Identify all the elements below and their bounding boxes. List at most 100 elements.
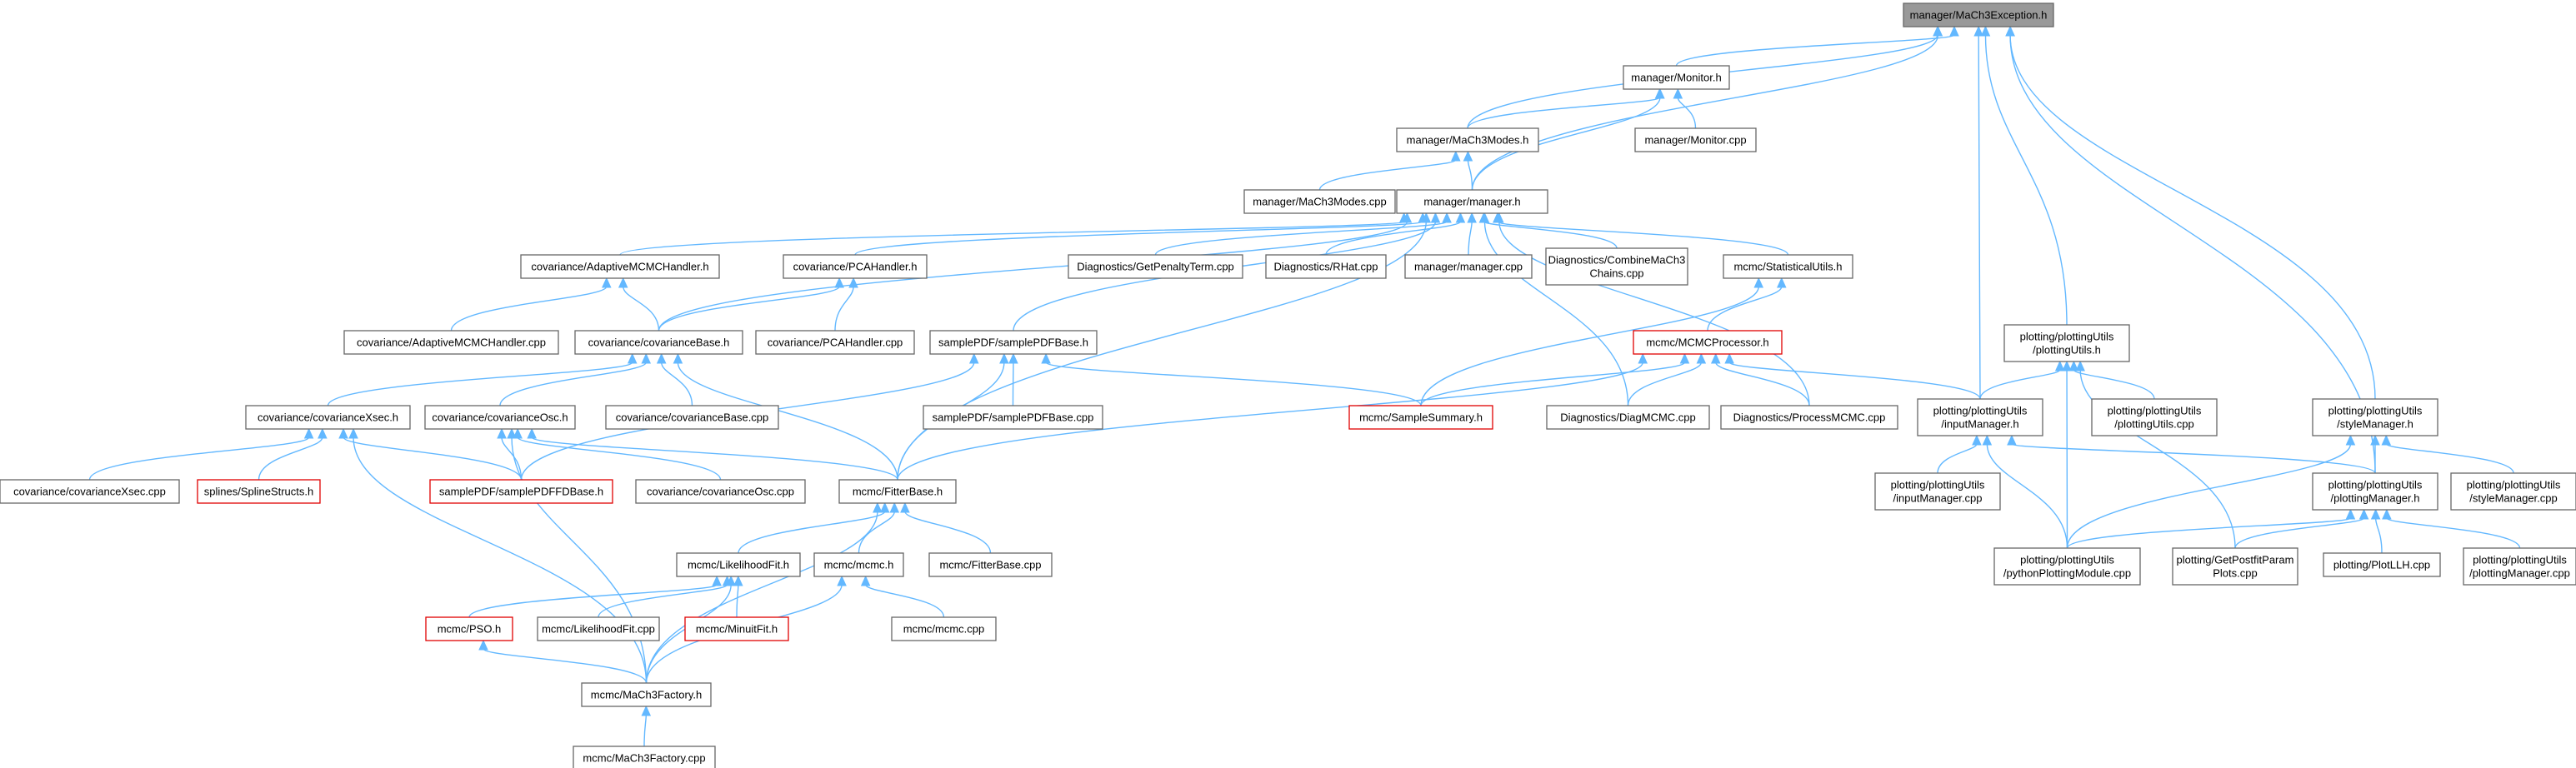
node-n36[interactable]: plotting/plottingUtils/styleManager.cpp xyxy=(2450,472,2576,511)
node-label: Plots.cpp xyxy=(2213,567,2257,580)
node-label: /styleManager.h xyxy=(2337,418,2413,431)
edge-line xyxy=(1468,221,1473,256)
node-n45[interactable]: mcmc/LikelihoodFit.cpp xyxy=(537,616,660,641)
node-n29[interactable]: covariance/covarianceXsec.cpp xyxy=(0,479,180,504)
edge-line xyxy=(2386,517,2521,549)
node-n7[interactable]: covariance/PCAHandler.h xyxy=(783,254,928,279)
edge-line xyxy=(1467,97,1661,129)
edge-line xyxy=(623,286,660,332)
node-n27[interactable]: plotting/plottingUtils/plottingUtils.cpp xyxy=(2091,398,2218,436)
node-n32[interactable]: covariance/covarianceOsc.cpp xyxy=(635,479,806,504)
node-n19[interactable]: covariance/covarianceXsec.h xyxy=(245,405,411,430)
node-n18[interactable]: plotting/plottingUtils/plottingUtils.h xyxy=(2003,324,2130,362)
edge-n14-to-n7 xyxy=(658,277,844,332)
edge-n43-to-n35 xyxy=(2382,508,2521,549)
node-n42[interactable]: plotting/PlotLLH.cpp xyxy=(2323,552,2441,577)
edge-arrowhead xyxy=(513,427,523,439)
edge-n40-to-n35 xyxy=(2066,508,2356,549)
edge-arrowhead xyxy=(900,501,910,513)
edge-arrowhead xyxy=(1442,212,1452,223)
node-n21[interactable]: covariance/covarianceBase.cpp xyxy=(605,405,779,430)
node-n24[interactable]: Diagnostics/DiagMCMC.cpp xyxy=(1546,405,1710,430)
node-label: /plottingUtils.h xyxy=(2033,344,2101,357)
node-box xyxy=(1723,254,1853,279)
edge-line xyxy=(1627,362,1703,406)
node-n15[interactable]: covariance/PCAHandler.cpp xyxy=(755,330,915,355)
node-n26[interactable]: plotting/plottingUtils/inputManager.h xyxy=(1917,398,2043,436)
node-label: Diagnostics/ProcessMCMC.cpp xyxy=(1733,411,1886,424)
node-n22[interactable]: samplePDF/samplePDFBase.cpp xyxy=(923,405,1103,430)
node-n3[interactable]: manager/Monitor.cpp xyxy=(1634,127,1757,152)
node-box xyxy=(1993,547,2141,586)
node-n34[interactable]: plotting/plottingUtils/inputManager.cpp xyxy=(1874,472,2001,511)
node-n39[interactable]: mcmc/FitterBase.cpp xyxy=(928,552,1053,577)
node-label: plotting/plottingUtils xyxy=(2108,405,2202,417)
node-n44[interactable]: mcmc/PSO.h xyxy=(425,616,513,641)
edge-line xyxy=(897,362,1643,481)
node-n31[interactable]: samplePDF/samplePDFFDBase.h xyxy=(429,479,613,504)
node-n20[interactable]: covariance/covarianceOsc.h xyxy=(424,405,576,430)
edge-arrowhead xyxy=(834,277,844,288)
node-n16[interactable]: samplePDF/samplePDFBase.h xyxy=(929,330,1098,355)
edge-line xyxy=(598,584,728,618)
node-n13[interactable]: covariance/AdaptiveMCMCHandler.cpp xyxy=(343,330,559,355)
node-n17[interactable]: mcmc/MCMCProcessor.h xyxy=(1633,330,1783,355)
node-label: mcmc/MaCh3Factory.cpp xyxy=(583,752,705,765)
edge-line xyxy=(661,362,693,406)
node-box xyxy=(0,479,180,504)
edge-arrowhead xyxy=(1673,87,1683,99)
edge-n31-to-n19 xyxy=(338,427,523,481)
node-n2[interactable]: manager/MaCh3Modes.h xyxy=(1396,127,1539,152)
edge-n41-to-n18 xyxy=(2075,360,2236,549)
node-n0[interactable]: manager/MaCh3Exception.h xyxy=(1903,2,2054,27)
edge-arrowhead xyxy=(1980,25,1991,37)
node-n4[interactable]: manager/MaCh3Modes.cpp xyxy=(1243,189,1396,214)
edge-n18-to-n0 xyxy=(1980,25,2068,326)
edge-line xyxy=(1483,221,1629,406)
node-label: plotting/plottingUtils xyxy=(2328,405,2423,417)
node-label: mcmc/mcmc.h xyxy=(824,559,894,571)
node-n46[interactable]: mcmc/MinuitFit.h xyxy=(684,616,789,641)
node-n12[interactable]: mcmc/StatisticalUtils.h xyxy=(1723,254,1853,279)
node-n6[interactable]: covariance/AdaptiveMCMCHandler.h xyxy=(520,254,720,279)
node-n37[interactable]: mcmc/LikelihoodFit.h xyxy=(676,552,801,577)
edge-arrowhead xyxy=(497,427,507,439)
node-n9[interactable]: Diagnostics/RHat.cpp xyxy=(1265,254,1387,279)
edge-arrowhead xyxy=(641,352,652,364)
node-n30[interactable]: splines/SplineStructs.h xyxy=(197,479,321,504)
node-n33[interactable]: mcmc/FitterBase.h xyxy=(838,479,957,504)
edge-arrowhead xyxy=(1455,212,1466,223)
node-n28[interactable]: plotting/plottingUtils/styleManager.h xyxy=(2312,398,2438,436)
edge-n36-to-n28 xyxy=(2381,434,2514,474)
edge-n20-to-n14 xyxy=(499,352,652,406)
node-n8[interactable]: Diagnostics/GetPenaltyTerm.cpp xyxy=(1068,254,1243,279)
node-n43[interactable]: plotting/plottingUtils/plottingManager.c… xyxy=(2463,547,2576,586)
node-n49[interactable]: mcmc/MaCh3Factory.cpp xyxy=(573,746,716,768)
node-n5[interactable]: manager/manager.h xyxy=(1396,189,1548,214)
node-n1[interactable]: manager/Monitor.h xyxy=(1623,65,1730,90)
node-n38[interactable]: mcmc/mcmc.h xyxy=(813,552,904,577)
edge-line xyxy=(343,436,523,481)
node-label: Diagnostics/DiagMCMC.cpp xyxy=(1560,411,1696,424)
node-box xyxy=(1633,330,1783,355)
node-box xyxy=(1068,254,1243,279)
edge-n33-to-n20 xyxy=(527,427,898,481)
node-label: mcmc/MaCh3Factory.h xyxy=(591,689,702,701)
node-n25[interactable]: Diagnostics/ProcessMCMC.cpp xyxy=(1720,405,1898,430)
node-box xyxy=(1903,2,2054,27)
node-n10[interactable]: manager/manager.cpp xyxy=(1404,254,1533,279)
node-n48[interactable]: mcmc/MaCh3Factory.h xyxy=(581,682,712,707)
node-label: mcmc/FitterBase.cpp xyxy=(939,559,1041,571)
node-n40[interactable]: plotting/plottingUtils/pythonPlottingMod… xyxy=(1993,547,2141,586)
node-n23[interactable]: mcmc/SampleSummary.h xyxy=(1348,405,1493,430)
node-label: plotting/plottingUtils xyxy=(2473,554,2567,566)
node-box xyxy=(891,616,997,641)
edge-n8-to-n5 xyxy=(1154,212,1452,256)
node-n14[interactable]: covariance/covarianceBase.h xyxy=(574,330,743,355)
node-n35[interactable]: plotting/plottingUtils/plottingManager.h xyxy=(2312,472,2438,511)
node-n47[interactable]: mcmc/mcmc.cpp xyxy=(891,616,997,641)
